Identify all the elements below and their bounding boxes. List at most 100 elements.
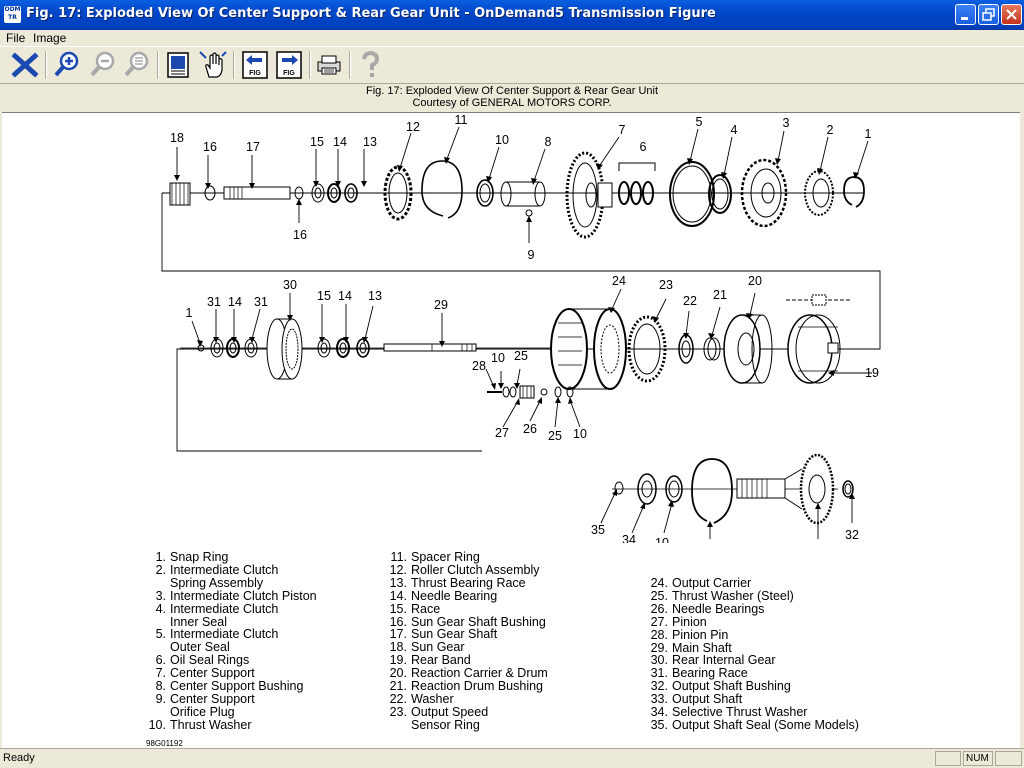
status-panel-num: NUM xyxy=(963,751,993,766)
callout-label-14: 14 xyxy=(338,289,352,303)
part-intermediate-outer-seal xyxy=(669,161,715,227)
pan-button[interactable] xyxy=(198,50,228,80)
legend-text: Intermediate Clutch xyxy=(170,627,279,642)
legend-number: 23. xyxy=(389,704,407,719)
legend-number: 31. xyxy=(650,666,668,681)
zoom-out-button[interactable] xyxy=(88,50,118,80)
callout-label-10: 10 xyxy=(495,133,509,147)
callout-label-31: 31 xyxy=(207,295,221,309)
part-output-speed-sensor-ring xyxy=(627,315,667,383)
legend-number: 29. xyxy=(650,640,668,655)
part-output-shaft xyxy=(736,453,835,525)
callout-label-14: 14 xyxy=(228,295,242,309)
callout-label-6: 6 xyxy=(640,140,647,154)
legend-entry: 1.Snap Ring xyxy=(148,551,317,564)
fig-prev-label: FIG xyxy=(249,70,261,77)
zoom-fit-button[interactable] xyxy=(122,50,152,80)
legend-number: 12. xyxy=(389,562,407,577)
legend-number: 19. xyxy=(389,653,407,668)
legend-text: Thrust Washer xyxy=(170,717,252,732)
legend-entry: 14.Needle Bearing xyxy=(389,589,548,603)
legend-text: Bearing Race xyxy=(672,666,748,681)
legend-text: Output Shaft xyxy=(672,692,743,707)
legend-text: Sun Gear xyxy=(411,640,465,655)
legend-text: Rear Band xyxy=(411,653,471,668)
page-icon xyxy=(167,52,189,78)
legend-number: 32. xyxy=(650,679,668,694)
legend-number: 27. xyxy=(650,614,668,629)
part-output-shaft-seal xyxy=(614,481,624,495)
menu-image[interactable]: Image xyxy=(33,31,67,45)
page-view-button[interactable] xyxy=(164,50,194,80)
legend-number: 10. xyxy=(148,717,166,732)
callout-label-16: 16 xyxy=(203,140,217,154)
callout-label-26: 26 xyxy=(523,422,537,436)
callout-label-9: 9 xyxy=(528,248,535,262)
legend-text: Oil Seal Rings xyxy=(170,653,250,668)
legend-number: 6. xyxy=(155,653,166,668)
callout-label-29: 29 xyxy=(434,298,448,312)
restore-button[interactable] xyxy=(978,4,999,25)
callout-label-16: 16 xyxy=(293,228,307,242)
pan-hand-icon xyxy=(199,51,227,78)
legend-text: Output Carrier xyxy=(672,576,752,590)
legend-number: 30. xyxy=(650,653,668,668)
part-needle-bearing xyxy=(327,183,341,203)
legend-number: 11. xyxy=(390,550,407,564)
legend-entry: 4.Intermediate Clutch xyxy=(148,602,317,616)
legend-text: Orifice Plug xyxy=(170,704,235,719)
callout-label-10: 10 xyxy=(573,427,587,441)
exit-button[interactable] xyxy=(10,50,40,80)
legend-entry: 28.Pinion Pin xyxy=(650,628,859,642)
legend-number: 17. xyxy=(389,627,407,642)
callout-label-5: 5 xyxy=(696,115,703,129)
legend-entry: 29.Main Shaft xyxy=(650,640,859,655)
legend-text: Thrust Washer (Steel) xyxy=(672,588,794,603)
legend-entry: 18.Sun Gear xyxy=(389,641,548,654)
callout-label-11: 11 xyxy=(455,113,468,127)
legend-entry: 19. Rear Band xyxy=(389,654,548,667)
callout-label-10: 10 xyxy=(655,536,669,543)
callout-label-4: 4 xyxy=(731,123,738,137)
part-pinion-assembly xyxy=(502,385,574,399)
zoom-in-icon xyxy=(54,51,79,77)
zoom-fit-icon xyxy=(124,51,149,77)
part-intermediate-clutch-piston xyxy=(740,158,788,228)
part-thrust-bearing-race xyxy=(344,183,358,203)
print-icon xyxy=(317,55,341,75)
help-button[interactable] xyxy=(355,50,385,80)
legend-text: Needle Bearings xyxy=(672,601,765,616)
figure-code: 98G01192 xyxy=(146,739,183,748)
callout-label-18: 18 xyxy=(170,131,184,145)
zoom-in-button[interactable] xyxy=(52,50,82,80)
legend-number: 34. xyxy=(650,705,668,720)
minimize-button[interactable] xyxy=(955,4,976,25)
part-race xyxy=(311,183,325,203)
previous-figure-button[interactable]: FIG xyxy=(240,50,270,80)
menu-file[interactable]: File xyxy=(6,31,26,45)
callout-label-31: 31 xyxy=(254,295,268,309)
print-button[interactable] xyxy=(314,50,344,80)
legend-text: Spacer Ring xyxy=(411,550,480,564)
part-roller-clutch xyxy=(383,165,413,221)
legend-text: Reaction Drum Bushing xyxy=(411,679,544,694)
part-oil-seal-rings xyxy=(618,181,654,205)
part-intermediate-inner-seal xyxy=(708,174,732,214)
legend-entry: 32.Output Shaft Bushing xyxy=(650,680,859,693)
legend-number: 9. xyxy=(155,691,166,706)
callout-label-12: 12 xyxy=(406,120,420,134)
close-button[interactable] xyxy=(1001,4,1022,25)
legend-text: Sensor Ring xyxy=(411,717,480,732)
part-spacer-ring xyxy=(421,160,463,219)
part-selective-thrust-washer xyxy=(637,473,657,505)
minimize-icon xyxy=(961,17,968,20)
next-figure-button[interactable]: FIG xyxy=(274,50,304,80)
figure-caption: Fig. 17: Exploded View Of Center Support… xyxy=(0,85,1024,109)
status-bar: Ready NUM xyxy=(0,748,1024,768)
close-icon xyxy=(1006,9,1017,20)
legend-entry: 35.Output Shaft Seal (Some Models) xyxy=(650,719,859,732)
